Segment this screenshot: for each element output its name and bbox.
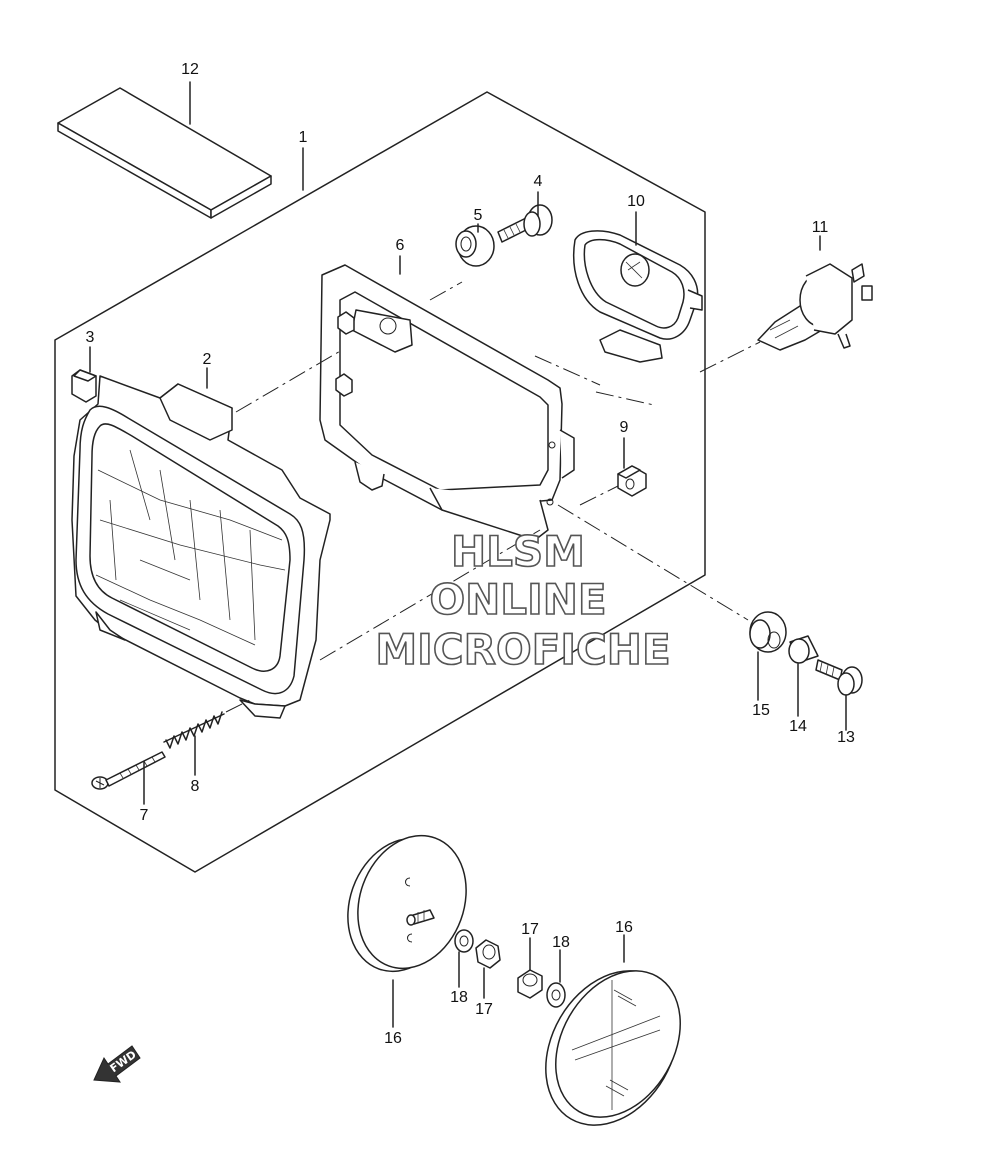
part-8-spring — [163, 711, 225, 749]
part-15-grommet — [749, 611, 787, 653]
callout-14: 14 — [789, 718, 807, 735]
part-11-bulb — [757, 263, 873, 351]
part-2-headlamp-unit — [71, 375, 331, 719]
callout-2: 2 — [203, 351, 212, 368]
part-7-screw — [91, 751, 166, 790]
part-4-bolt — [497, 204, 553, 243]
callout-9: 9 — [620, 419, 629, 436]
callout-12: 12 — [181, 61, 199, 78]
part-16-lens-cover-right — [545, 970, 681, 1126]
callout-16-left: 16 — [384, 1030, 402, 1047]
callout-11: 11 — [812, 219, 829, 236]
callout-10: 10 — [627, 193, 645, 210]
callout-15: 15 — [752, 702, 770, 719]
part-14-collar — [788, 635, 819, 664]
watermark-line-3: MICROFICHE — [375, 625, 670, 674]
callout-3: 3 — [86, 329, 95, 346]
part-10-socket-cover — [573, 230, 703, 363]
callout-7: 7 — [140, 807, 149, 824]
part-5-grommet — [455, 225, 495, 267]
part-18-washer-left — [454, 929, 474, 953]
callout-6: 6 — [396, 237, 405, 254]
callout-16-right: 16 — [615, 919, 633, 936]
watermark-line-1: HLSM — [451, 527, 585, 576]
callout-5: 5 — [474, 207, 483, 224]
callout-8: 8 — [191, 778, 200, 795]
part-12-label-sticker — [57, 87, 272, 219]
part-13-bolt — [815, 659, 863, 696]
callout-18-right: 18 — [552, 934, 570, 951]
part-18-washer-right — [546, 982, 566, 1008]
watermark: HLSM ONLINE MICROFICHE — [375, 526, 672, 675]
part-6-mounting-frame — [319, 264, 575, 541]
part-17-nut-left — [475, 939, 501, 969]
part-3-clip-nut — [71, 369, 97, 403]
callout-4: 4 — [534, 173, 543, 190]
part-16-housing-cover-left — [347, 834, 467, 973]
callout-18-left: 18 — [450, 989, 468, 1006]
callout-13: 13 — [837, 729, 855, 746]
part-17-nut-right — [517, 969, 543, 999]
fwd-arrow: FWD — [93, 1045, 141, 1083]
assembly-boundary — [54, 91, 706, 873]
part-9-clip-nut — [617, 465, 647, 497]
callout-labels: 12 1 4 5 10 6 11 3 2 9 7 8 15 14 13 16 1… — [86, 61, 855, 1047]
callout-17-right: 17 — [521, 921, 539, 938]
watermark-line-2: ONLINE — [429, 575, 606, 624]
assembly-lines — [89, 81, 847, 1028]
callout-1: 1 — [299, 129, 308, 146]
callout-17-left: 17 — [475, 1001, 493, 1018]
